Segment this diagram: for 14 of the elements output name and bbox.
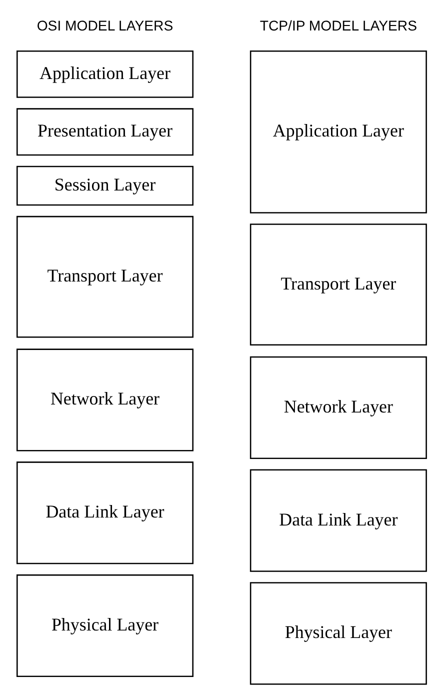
node-box: Presentation Layer — [16, 108, 194, 156]
node-box: Network Layer — [250, 356, 427, 459]
node-box: Data Link Layer — [16, 462, 194, 564]
node-box: Application Layer — [16, 50, 194, 98]
node-box: Network Layer — [16, 348, 194, 452]
node-box: Transport Layer — [250, 224, 427, 346]
node-box: Application Layer — [250, 50, 427, 214]
node-box: Physical Layer — [16, 574, 194, 678]
label: OSI MODEL LAYERS — [36, 17, 174, 34]
node-box: Session Layer — [16, 166, 194, 206]
node-box: Physical Layer — [250, 582, 427, 685]
node-box: Transport Layer — [16, 216, 194, 338]
node-box: Data Link Layer — [250, 469, 427, 572]
label: TCP/IP MODEL LAYERS — [260, 17, 418, 34]
